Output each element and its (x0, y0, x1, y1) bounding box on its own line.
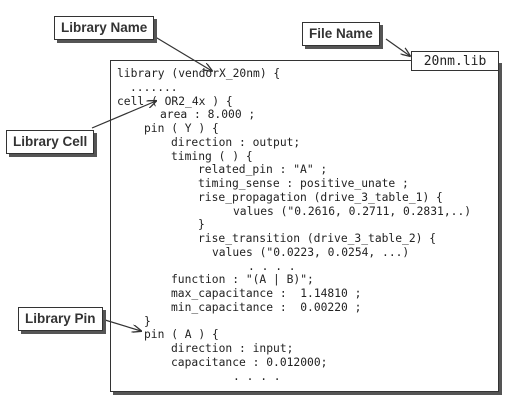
library-cell-callout: Library Cell (6, 130, 95, 154)
library-name-arrow (151, 34, 212, 71)
code-line-related-pin: related_pin : "A" ; (198, 163, 328, 176)
code-line-direction-input: direction : input; (171, 342, 294, 355)
code-line-library: library (vendorX_20nm) { (117, 67, 281, 80)
code-line-values-2: values ("0.0223, 0.0254, ...) (212, 246, 410, 259)
file-name-arrow (385, 38, 410, 56)
code-line-capacitance: capacitance : 0.012000; (171, 356, 328, 369)
code-line-close-brace-2: } (144, 315, 151, 328)
code-line-direction-output: direction : output; (171, 136, 301, 149)
library-pin-arrow (104, 319, 141, 331)
library-cell-arrow (91, 101, 156, 129)
file-name-tag: 20nm.lib (411, 51, 499, 71)
code-line-dots-1: . . . . (248, 260, 296, 273)
code-line-ellipsis: ....... (130, 81, 178, 94)
code-line-area: area : 8.000 ; (160, 108, 256, 121)
code-line-max-capacitance: max_capacitance : 1.14810 ; (171, 287, 362, 300)
code-line-pin-y: pin ( Y ) { (144, 122, 219, 135)
code-line-dots-2: . . . . (233, 370, 281, 383)
code-line-timing: timing ( ) { (171, 150, 253, 163)
code-line-values-1: values ("0.2616, 0.2711, 0.2831,..) (233, 205, 472, 218)
code-line-cell: cell ( OR2_4x ) { (117, 95, 233, 108)
code-line-close-brace-1: } (198, 218, 205, 231)
code-line-rise-propagation: rise_propagation (drive_3_table_1) { (198, 191, 443, 204)
code-line-timing-sense: timing_sense : positive_unate ; (198, 177, 409, 190)
code-box (110, 60, 499, 392)
code-line-rise-transition: rise_transition (drive_3_table_2) { (198, 232, 437, 245)
code-line-min-capacitance: min_capacitance : 0.00220 ; (171, 301, 362, 314)
library-name-callout: Library Name (54, 16, 155, 40)
file-name-callout: File Name (302, 22, 380, 46)
code-line-pin-a: pin ( A ) { (144, 328, 219, 341)
library-pin-callout: Library Pin (18, 307, 103, 331)
code-line-function: function : "(A | B)"; (171, 273, 314, 286)
